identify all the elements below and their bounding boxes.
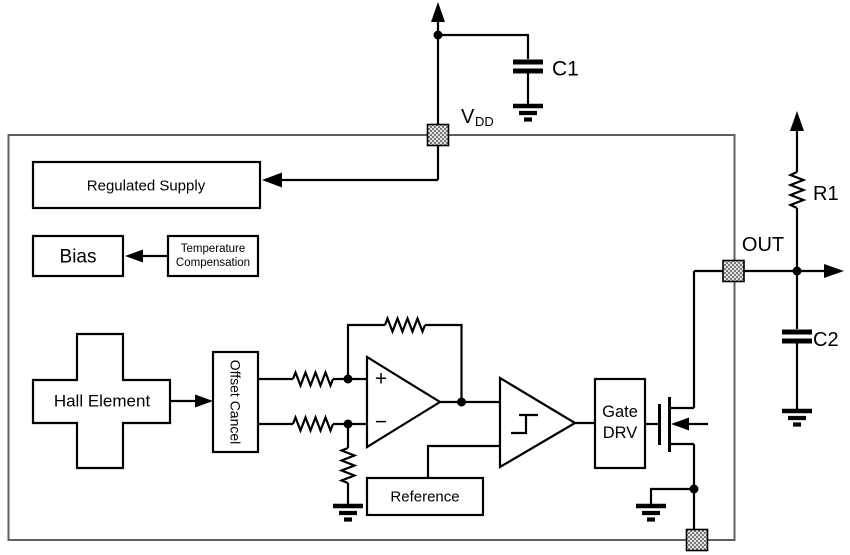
- feedback-resistor-net: [346, 315, 463, 402]
- bias-label: Bias: [60, 247, 97, 268]
- inverting-input-ground-resistor: [333, 424, 363, 520]
- vdd-label: V: [461, 106, 475, 128]
- input-resistor-bottom: [258, 414, 367, 434]
- resistor-icon: [291, 414, 335, 434]
- regulated-supply-label: Regulated Supply: [87, 178, 206, 195]
- vdd-pin: [426, 123, 450, 147]
- reference-block: Reference: [365, 444, 500, 517]
- pullup-resistor-r1: R1: [787, 111, 839, 271]
- vdd-up-arrow-icon: [431, 2, 445, 22]
- resistor-icon: [338, 446, 358, 485]
- out-net: OUT R1 C2: [694, 111, 844, 425]
- gate-driver-label-line1: Gate: [602, 403, 638, 421]
- opamp-minus-label: −: [375, 411, 387, 434]
- opamp: + −: [365, 355, 443, 449]
- resistor-icon: [787, 171, 807, 209]
- mosfet-body-arrow-icon: [671, 417, 689, 431]
- resistor-icon: [291, 369, 335, 389]
- c1-label: C1: [552, 58, 579, 81]
- out-pin: [722, 259, 745, 283]
- up-arrow-icon: [790, 111, 804, 131]
- offset-cancel-block: Offset Cancel: [211, 350, 260, 454]
- capacitor-c1-icon: [513, 59, 543, 74]
- temperature-compensation-label-line1: Temperature: [181, 243, 246, 255]
- temperature-compensation-block: Temperature Compensation: [166, 234, 260, 278]
- opamp-plus-label: +: [375, 368, 387, 391]
- ground-icon: [782, 411, 812, 425]
- junction-dot: [457, 397, 466, 407]
- r1-label: R1: [813, 183, 839, 205]
- ground-icon: [333, 506, 363, 520]
- gate-driver-block: Gate DRV: [593, 377, 647, 470]
- output-capacitor-c2: C2: [782, 271, 839, 425]
- ground-icon: [636, 506, 666, 520]
- out-label: OUT: [742, 234, 784, 256]
- left-arrow-icon: [125, 249, 143, 263]
- schmitt-trigger: [498, 376, 578, 469]
- regulated-supply-block: Regulated Supply: [31, 160, 262, 210]
- temperature-compensation-label-line2: Compensation: [176, 257, 250, 269]
- ground-icon: [513, 106, 543, 120]
- gate-driver-label-line2: DRV: [603, 424, 638, 442]
- vdd-supply-net: C1 V DD: [262, 2, 579, 188]
- c2-label: C2: [813, 329, 839, 351]
- resistor-icon: [383, 315, 427, 335]
- right-arrow-icon: [195, 394, 213, 408]
- reference-wire: [426, 444, 500, 478]
- temp-comp-to-bias-arrow: [125, 249, 168, 263]
- hall-to-offset-arrow: [170, 394, 213, 408]
- output-mosfet: [636, 271, 709, 552]
- hall-element-block: Hall Element: [31, 332, 172, 470]
- bias-block: Bias: [31, 234, 125, 278]
- reference-label: Reference: [390, 489, 459, 506]
- capacitor-c2-icon: [782, 329, 812, 344]
- ic-boundary-box: [7, 134, 736, 541]
- left-arrow-icon: [262, 172, 282, 188]
- input-resistor-top: [258, 369, 367, 389]
- gnd-pin: [685, 528, 709, 552]
- hysteresis-icon: [511, 413, 538, 435]
- hall-element-label: Hall Element: [54, 392, 151, 411]
- vdd-label-subscript: DD: [475, 114, 494, 129]
- right-arrow-icon: [824, 264, 844, 278]
- offset-cancel-label: Offset Cancel: [228, 360, 244, 445]
